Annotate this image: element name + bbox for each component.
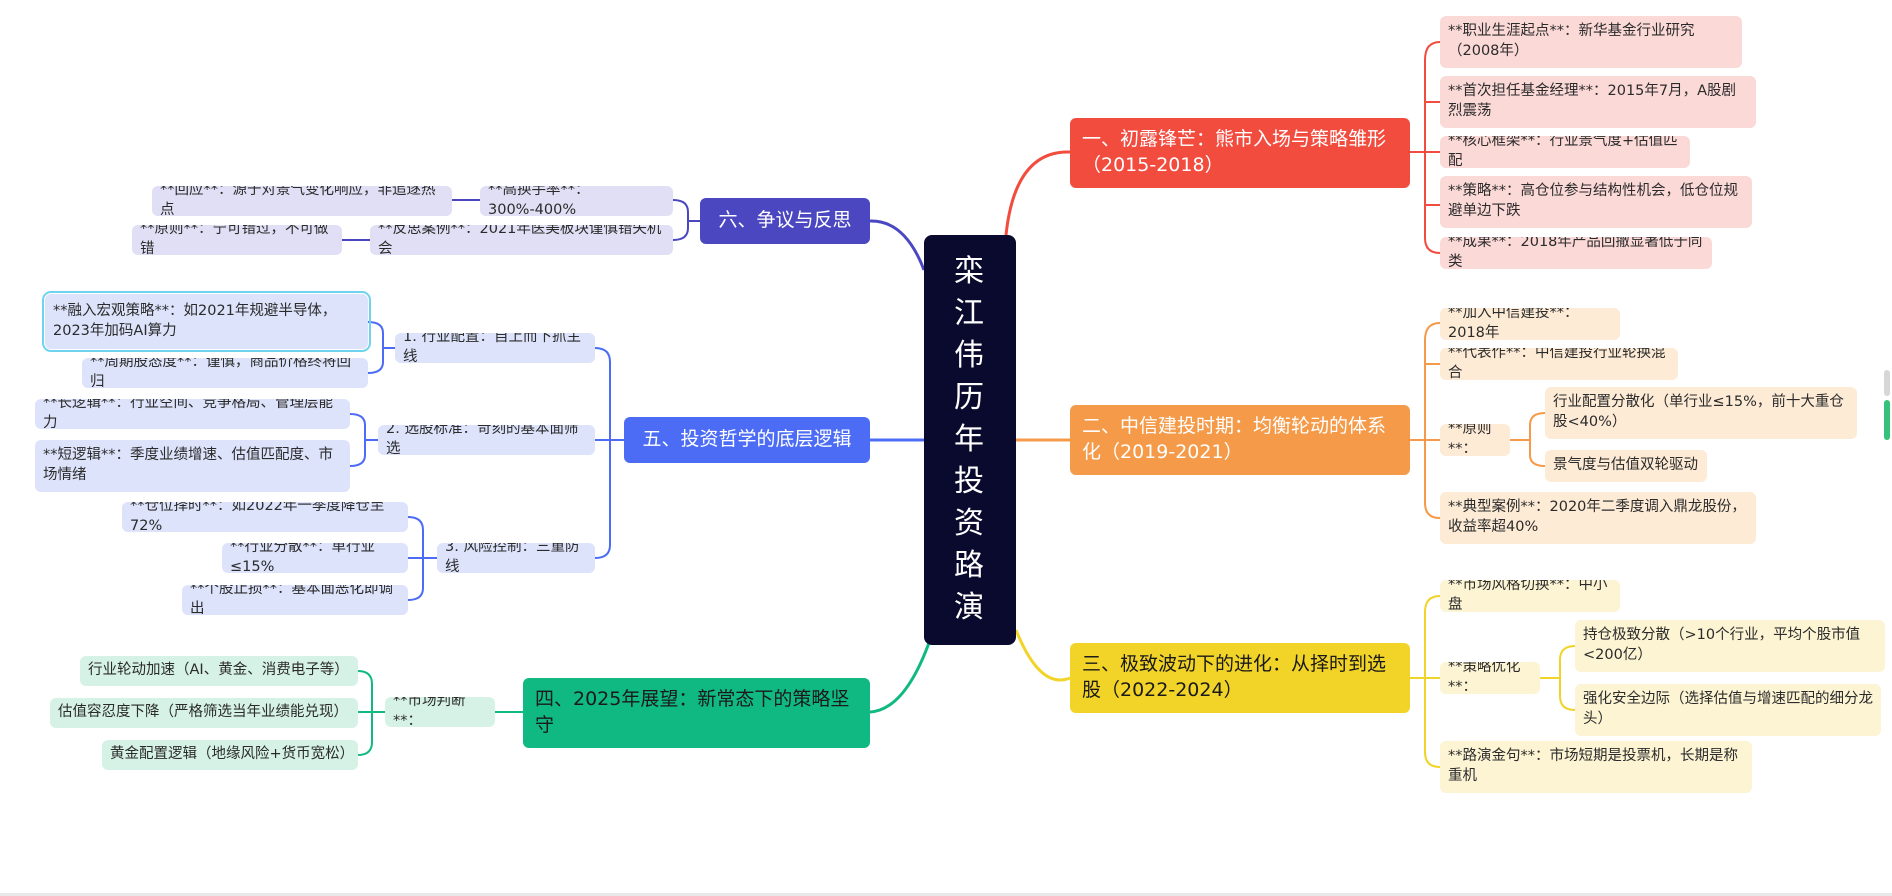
branch-3-title: 三、极致波动下的进化：从择时到选股（2022-2024） xyxy=(1082,653,1387,701)
b5-leaf-2-2[interactable]: **短逻辑**：季度业绩增速、估值匹配度、市场情绪 xyxy=(35,440,350,492)
root-node[interactable]: 栾江伟历年投资路演 xyxy=(924,235,1016,645)
branch-5-title: 五、投资哲学的底层逻辑 xyxy=(642,428,852,451)
b2-item-1[interactable]: **加入中信建投**：2018年 xyxy=(1440,308,1620,340)
link-root-b4 xyxy=(869,639,932,714)
b6-leaf-1[interactable]: **回应**：源于对景气变化响应，非追逐热点 xyxy=(152,186,452,216)
link-root-b1 xyxy=(1004,150,1071,236)
branch-2-title: 二、中信建投时期：均衡轮动的体系化（2019-2021） xyxy=(1082,415,1387,463)
b4-leaf-3[interactable]: 黄金配置逻辑（地缘风险+货币宽松） xyxy=(102,740,358,770)
b1-item-4[interactable]: **策略**：高仓位参与结构性机会，低仓位规避单边下跌 xyxy=(1440,176,1752,228)
root-title: 栾江伟历年投资路演 xyxy=(954,254,986,625)
scrollbar-track-segment xyxy=(1884,370,1890,396)
branch-3-node[interactable]: 三、极致波动下的进化：从择时到选股（2022-2024） xyxy=(1070,643,1410,713)
b6-sub-1[interactable]: **高换手率**：300%-400% xyxy=(480,186,673,216)
b1-item-5[interactable]: **成果**：2018年产品回撤显著低于同类 xyxy=(1440,237,1712,269)
b5-leaf-1-2[interactable]: **周期股态度**：谨慎，商品价格终将回归 xyxy=(82,358,368,388)
b5-sub-3[interactable]: 3. 风险控制：三重防线 xyxy=(437,543,595,573)
link-root-b6 xyxy=(869,219,926,271)
b2-principle-child-2[interactable]: 景气度与估值双轮驱动 xyxy=(1545,450,1707,482)
b3-item-3[interactable]: **路演金句**：市场短期是投票机，长期是称重机 xyxy=(1440,741,1752,793)
b6-sub-2[interactable]: **反思案例**：2021年医美板块谨慎错失机会 xyxy=(370,225,673,255)
branch-2-node[interactable]: 二、中信建投时期：均衡轮动的体系化（2019-2021） xyxy=(1070,405,1410,475)
branch-6-title: 六、争议与反思 xyxy=(718,209,852,232)
b4-leaf-1[interactable]: 行业轮动加速（AI、黄金、消费电子等） xyxy=(80,656,358,686)
b6-leaf-2[interactable]: **原则**：宁可错过，不可做错 xyxy=(132,225,342,255)
b5-leaf-3-3[interactable]: **个股止损**：基本面恶化即调出 xyxy=(182,585,408,615)
branch-4-title: 四、2025年展望：新常态下的策略坚守 xyxy=(535,688,850,736)
b1-item-2[interactable]: **首次担任基金经理**：2015年7月，A股剧烈震荡 xyxy=(1440,76,1756,128)
b4-leaf-2[interactable]: 估值容忍度下降（严格筛选当年业绩能兑现） xyxy=(50,698,358,728)
b2-item-4[interactable]: **典型案例**：2020年二季度调入鼎龙股份，收益率超40% xyxy=(1440,492,1756,544)
b2-principle-child-1[interactable]: 行业配置分散化（单行业≤15%，前十大重仓股<40%） xyxy=(1545,387,1857,439)
b3-strategy-child-2[interactable]: 强化安全边际（选择估值与增速匹配的细分龙头） xyxy=(1575,684,1881,736)
branch-6-node[interactable]: 六、争议与反思 xyxy=(700,198,870,244)
scrollbar-thumb[interactable] xyxy=(1884,370,1892,442)
scrollbar-active-segment xyxy=(1884,400,1890,440)
b5-leaf-3-2[interactable]: **行业分散**：单行业≤15% xyxy=(222,543,408,573)
b5-leaf-3-1[interactable]: **仓位择时**：如2022年一季度降仓至72% xyxy=(122,502,408,532)
b5-leaf-1-1[interactable]: **融入宏观策略**：如2021年规避半导体，2023年加码AI算力 xyxy=(42,291,371,352)
bottom-divider xyxy=(0,893,1892,896)
b5-sub-1[interactable]: 1. 行业配置：自上而下抓主线 xyxy=(395,333,595,363)
b2-item-principle[interactable]: **原则**： xyxy=(1440,424,1510,456)
b3-item-strategy[interactable]: **策略优化**： xyxy=(1440,662,1540,694)
branch-4-node[interactable]: 四、2025年展望：新常态下的策略坚守 xyxy=(523,678,870,748)
b1-item-1[interactable]: **职业生涯起点**：新华基金行业研究（2008年） xyxy=(1440,16,1742,68)
b2-item-2[interactable]: **代表作**：中信建投行业轮换混合 xyxy=(1440,348,1678,380)
b5-sub-2[interactable]: 2. 选股标准：苛刻的基本面筛选 xyxy=(378,425,595,455)
b3-item-1[interactable]: **市场风格切换**：中小盘 xyxy=(1440,580,1620,612)
branch-1-node[interactable]: 一、初露锋芒：熊市入场与策略雏形（2015-2018） xyxy=(1070,118,1410,188)
link-root-b3 xyxy=(1014,629,1071,682)
branch-1-title: 一、初露锋芒：熊市入场与策略雏形（2015-2018） xyxy=(1082,128,1387,176)
b3-strategy-child-1[interactable]: 持仓极致分散（>10个行业，平均个股市值<200亿） xyxy=(1575,620,1885,672)
b4-sub-market[interactable]: **市场判断**： xyxy=(385,697,495,727)
b1-item-3[interactable]: **核心框架**：行业景气度+估值匹配 xyxy=(1440,136,1690,168)
b5-leaf-2-1[interactable]: **长逻辑**：行业空间、竞争格局、管理层能力 xyxy=(35,399,350,429)
branch-5-node[interactable]: 五、投资哲学的底层逻辑 xyxy=(624,417,870,463)
